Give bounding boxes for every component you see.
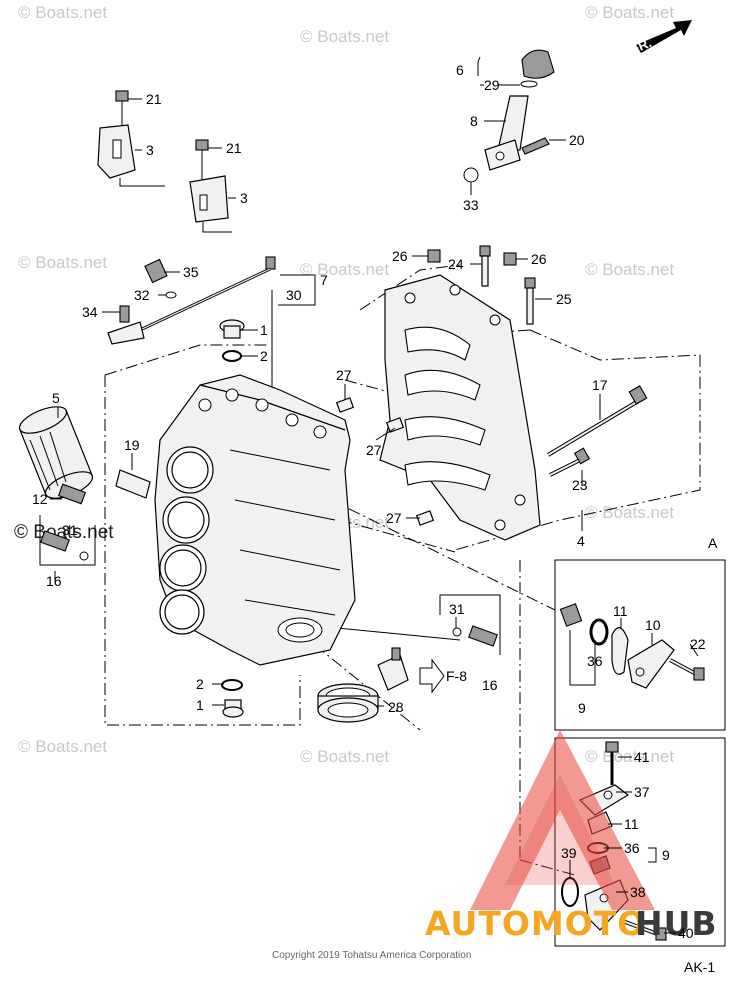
automotohub-logo: AUTOMOTO HUB [425,730,718,943]
callout-41: 41 [634,749,650,765]
callout-34: 34 [82,304,98,320]
callout-1: 1 [260,322,268,338]
callout-31: 31 [62,522,78,538]
callout-17: 17 [592,377,608,393]
callout-2: 2 [260,348,268,364]
callout-36: 36 [587,653,603,669]
callout-3: 3 [240,190,248,206]
copyright-text: Copyright 2019 Tohatsu America Corporati… [272,950,471,961]
callout-32: 32 [134,287,150,303]
watermark-text: © Boats.net [300,747,389,766]
front-arrow-label: FR. [629,35,654,57]
watermark-text: © Boats.net [585,260,674,279]
watermark-text: © Boats.net [300,260,389,279]
detail-box-a: A [554,535,726,731]
engine-hanger-bracket-lower [189,139,232,233]
callout-9: 9 [662,847,670,863]
temp-sensor-right [439,594,501,655]
logo-text-part2: HUB [635,904,718,943]
callout-8: 8 [470,113,478,129]
callout-leaders [50,56,699,934]
callout-37: 37 [634,784,650,800]
oil-plug-upper [219,319,245,362]
callout-22: 22 [690,636,706,652]
watermark-text: © Boats.net [300,27,389,46]
callout-5: 5 [52,390,60,406]
callout-3: 3 [146,142,154,158]
callout-21: 21 [146,91,162,107]
callout-27: 27 [366,442,382,458]
callout-26: 26 [392,248,408,264]
logo-text-part1: AUTOMOTO [425,904,646,943]
callout-25: 25 [556,291,572,307]
front-arrow: FR. [629,20,692,57]
callout-30: 30 [286,287,302,303]
callout-6: 6 [456,62,464,78]
watermarks: © Boats.net © Boats.net © Boats.net © Bo… [14,3,674,766]
callout-29: 29 [484,77,500,93]
callout-38: 38 [630,884,646,900]
cylinder-block [154,374,356,666]
callout-20: 20 [569,132,585,148]
dowel-pins [335,397,435,526]
block-bolts [427,245,536,325]
watermark-text: © Boats.net [585,503,674,522]
callout-12: 12 [32,491,48,507]
oil-seal [317,683,379,723]
watermark-text: © Boats.net [585,3,674,22]
reference-label: F-8 [446,668,467,684]
callout-33: 33 [463,197,479,213]
watermark-text: © Boats.net [18,253,107,272]
watermark-text: © Boats.net [18,737,107,756]
water-fitting: F-8 [377,647,467,694]
callout-2: 2 [196,676,204,692]
crankcase [379,274,541,541]
callout-11: 11 [624,816,639,832]
callout-40: 40 [678,925,694,941]
section-a-label: A [708,535,718,551]
logo-triangle-icon [470,730,655,910]
callout-9: 9 [578,700,586,716]
callout-31: 31 [449,601,465,617]
callout-27: 27 [336,367,352,383]
oil-plug-lower [221,679,244,718]
callout-26: 26 [531,251,547,267]
callout-11: 11 [613,603,628,619]
callout-10: 10 [645,617,661,633]
dipstick-and-sensor [107,256,276,420]
callout-39: 39 [561,845,577,861]
callout-27: 27 [386,510,402,526]
callout-19: 19 [124,437,140,453]
callout-16: 16 [482,677,498,693]
crankcase-bolts [546,385,648,477]
engine-hanger-bracket-upper [97,90,165,187]
page-code: AK-1 [684,959,715,975]
watermark-text-dark: © Boats.net [14,522,114,543]
watermark-text: © Boats.net [18,3,107,22]
stud-19 [115,469,151,499]
oil-filter [18,406,94,499]
callout-24: 24 [448,256,464,272]
callout-23: 23 [572,477,588,493]
callout-35: 35 [183,264,199,280]
callout-1: 1 [196,697,204,713]
callout-36: 36 [624,840,640,856]
callout-16: 16 [46,573,62,589]
callout-7: 7 [320,272,328,288]
callout-4: 4 [577,533,585,549]
oil-pressure-switch-left [39,483,96,566]
callout-numbers: 21 3 21 3 6 29 8 20 33 26 24 26 25 35 32… [32,62,706,941]
callout-28: 28 [388,699,404,715]
oil-filler-assembly [463,49,555,183]
callout-21: 21 [226,140,242,156]
